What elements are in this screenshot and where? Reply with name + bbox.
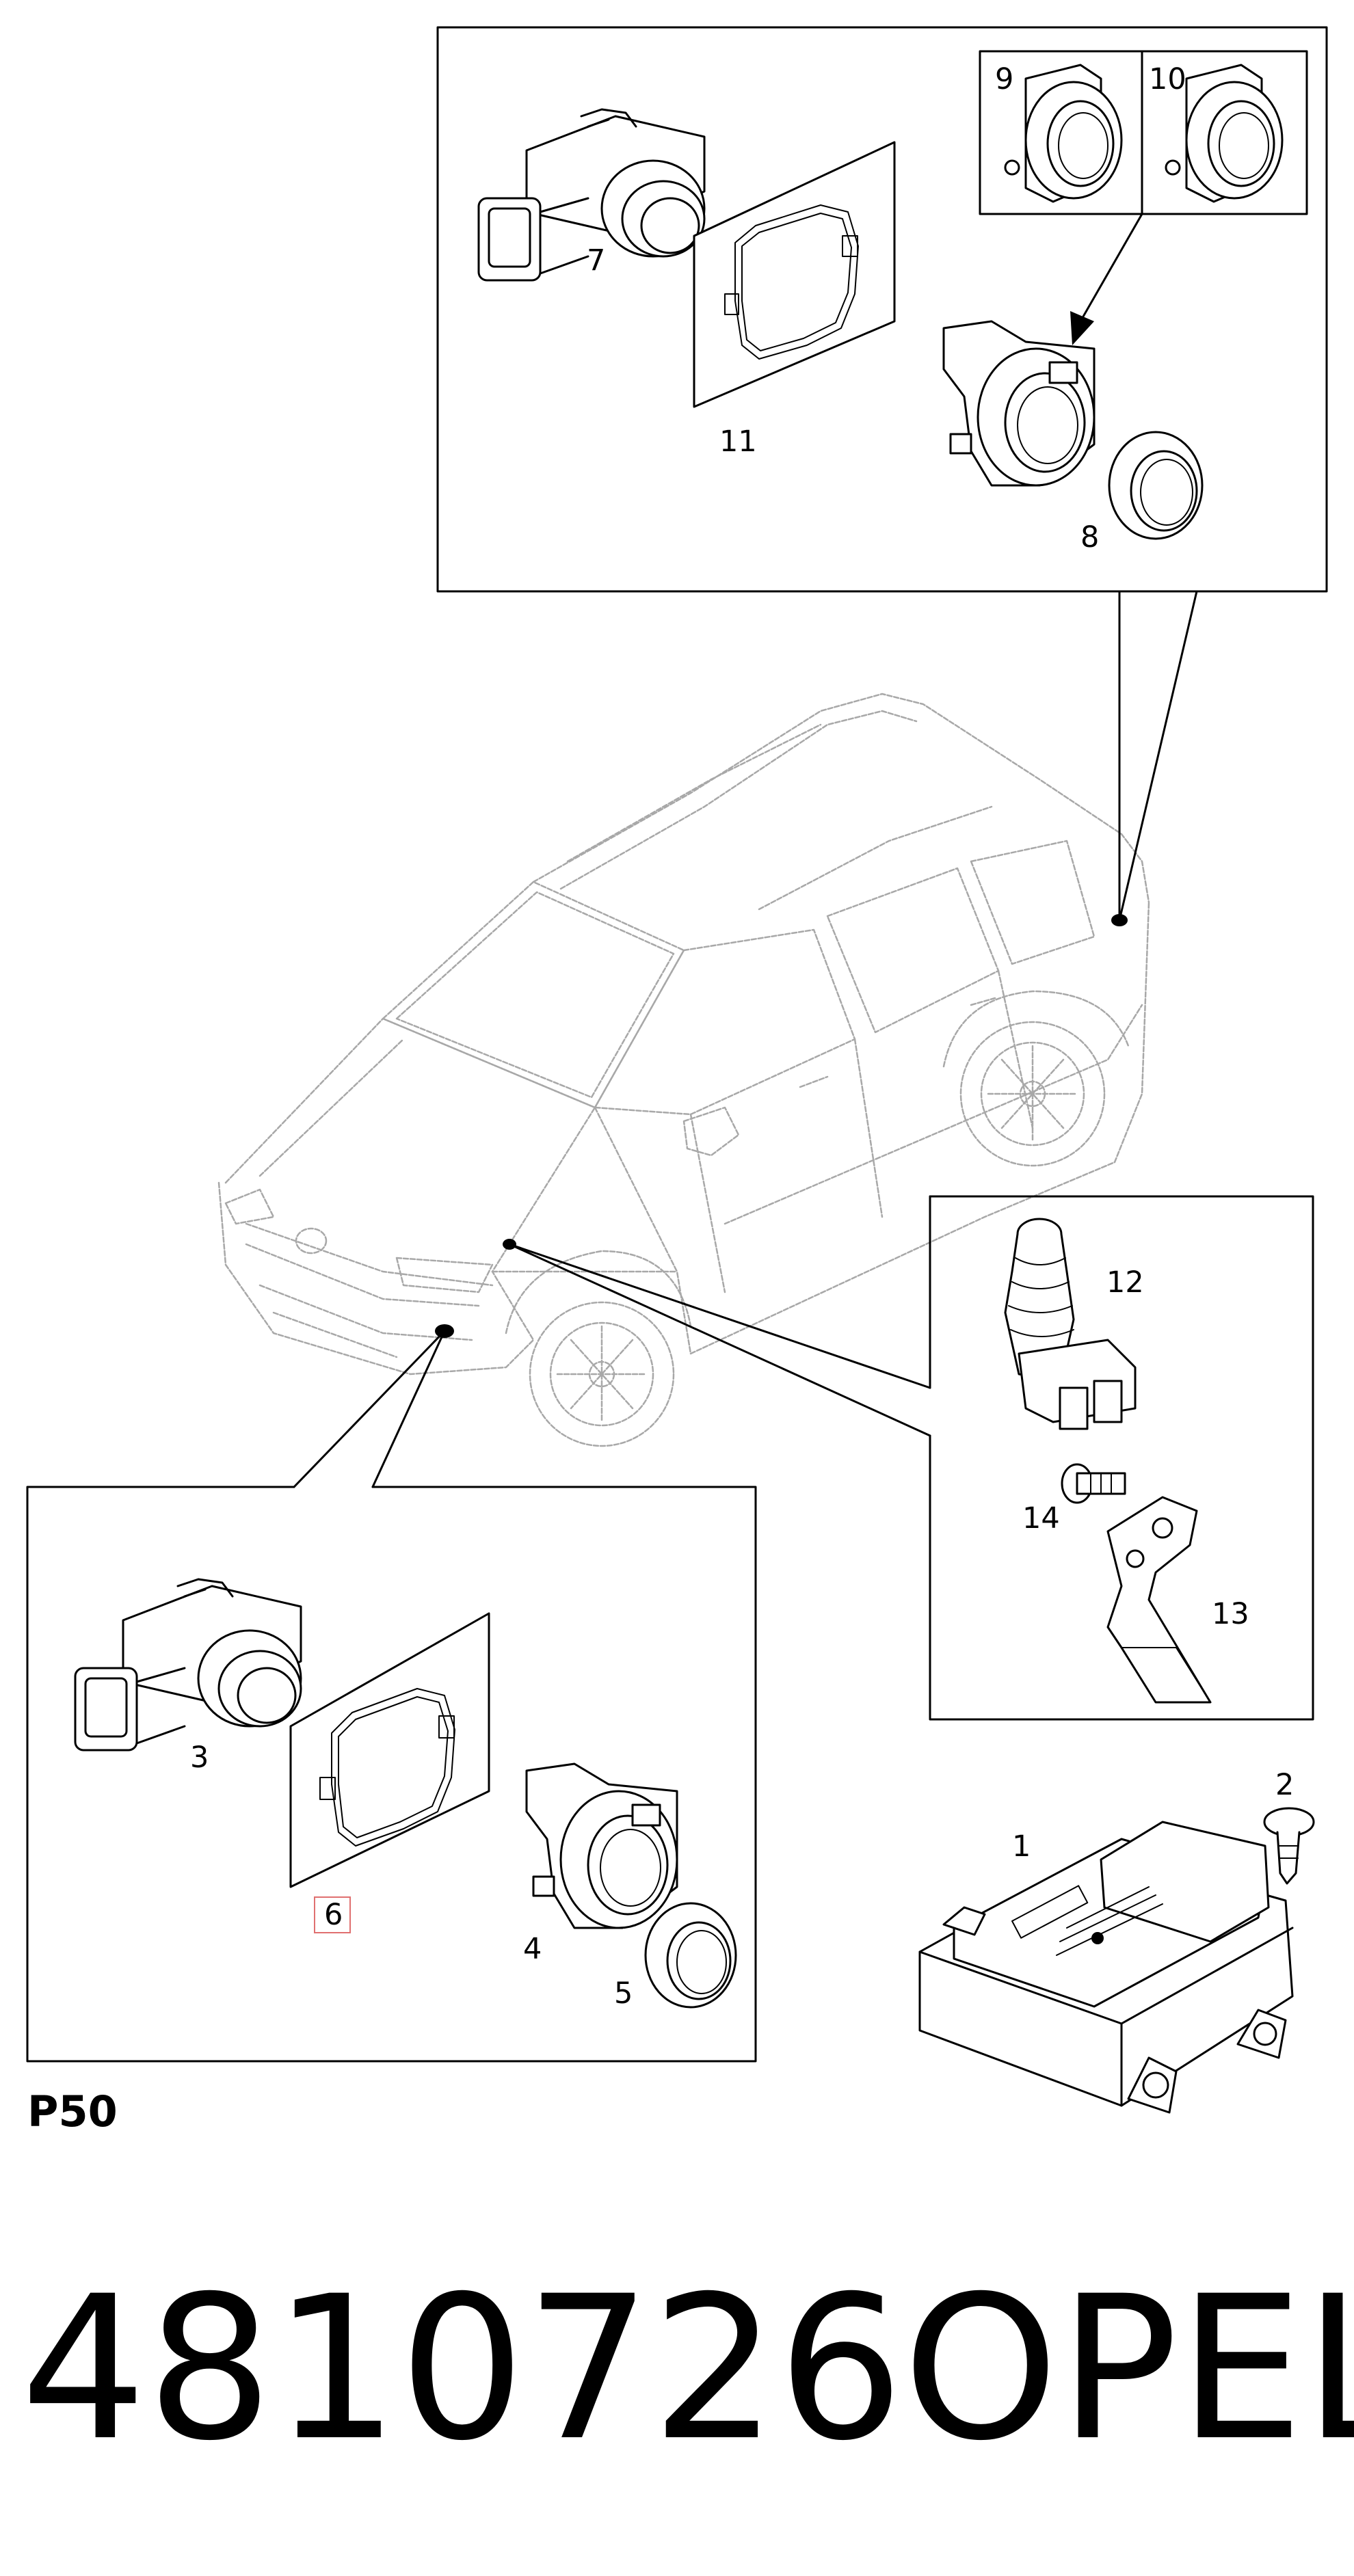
adhesive-pad-6: [289, 1612, 490, 1888]
page-code: P50: [27, 2087, 118, 2136]
sensor-holder-4: [525, 1762, 678, 1929]
callout-12: 12: [1106, 1265, 1144, 1300]
callout-3: 3: [190, 1741, 209, 1775]
callout-9: 9: [995, 62, 1013, 96]
control-module-1: [918, 1821, 1294, 2114]
vehicle-outline: [217, 693, 1150, 1447]
selected-callout-highlight: [314, 1896, 351, 1933]
parking-sensor-7: [477, 108, 706, 282]
callout-14: 14: [1022, 1501, 1060, 1535]
sensor-ring-5: [644, 1902, 737, 2009]
brand-name: OPEL: [903, 2254, 1354, 2484]
leader-lines: [293, 590, 1198, 1488]
leader-arrow: [1070, 213, 1143, 345]
callout-2: 2: [1275, 1768, 1294, 1802]
sensor-holder-top: [942, 320, 1096, 487]
sensor-ring-8: [1108, 431, 1204, 540]
wiring-detail-box: [929, 1195, 1314, 1721]
front-sensor-detail-box: [26, 1486, 757, 2063]
part-number: 4810726: [21, 2254, 904, 2484]
bolt-14: [1061, 1463, 1126, 1504]
callout-13: 13: [1212, 1597, 1249, 1631]
sensor-retainer-10: [1165, 64, 1284, 203]
mounting-bracket-13: [1106, 1496, 1212, 1704]
wiring-connector-12: [1004, 1218, 1137, 1430]
rear-sensor-detail-box: [436, 26, 1328, 593]
callout-11: 11: [719, 425, 757, 459]
sensor-retainer-9: [1004, 64, 1123, 203]
callout-6: 6: [324, 1898, 343, 1932]
callout-4: 4: [523, 1932, 542, 1966]
callout-10: 10: [1149, 62, 1186, 96]
callout-5: 5: [614, 1976, 633, 2011]
callout-7: 7: [587, 243, 605, 278]
callout-8: 8: [1080, 520, 1099, 554]
adhesive-pad-11: [693, 141, 896, 408]
callout-1: 1: [1012, 1829, 1031, 1864]
parking-sensor-3: [74, 1578, 302, 1752]
push-clip-2: [1263, 1807, 1315, 1885]
